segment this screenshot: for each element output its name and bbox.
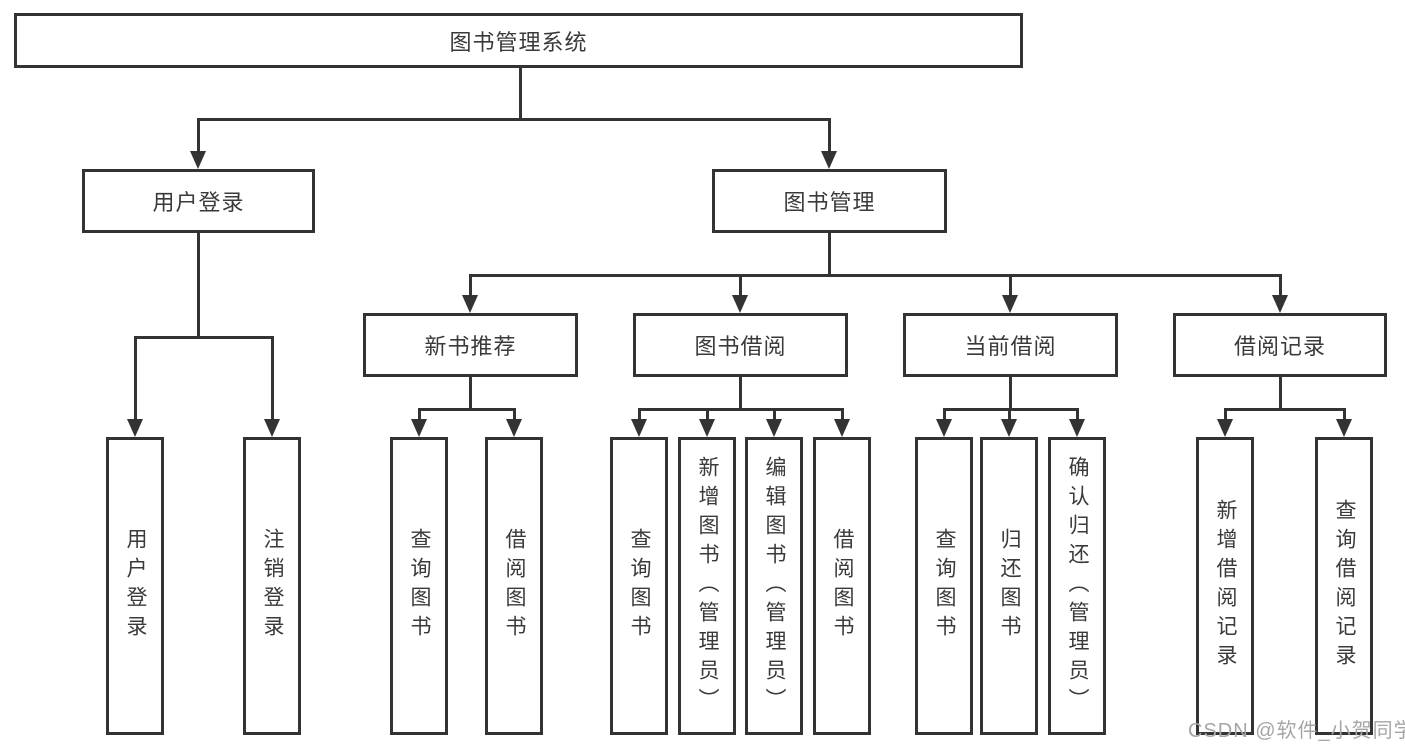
connector-to-current-borrow-stem [1009,274,1012,301]
connector-leaf-stem [1343,408,1346,425]
leaf-bb-add-book-label: 新增图书（管理员） [696,455,719,717]
connector-leaf-stem [418,408,421,425]
leaf-cb-confirm-return: 确认归还（管理员） [1048,437,1106,735]
node-current-borrow: 当前借阅 [903,313,1118,377]
leaf-rec-query-book-label: 查询图书 [408,528,431,644]
node-book-mgmt-label: 图书管理 [783,190,876,215]
leaf-br-add-record: 新增借阅记录 [1196,437,1254,735]
connector-current-borrow-stub [1009,377,1012,408]
leaf-br-query-record-label: 查询借阅记录 [1333,499,1356,673]
connector-leaf-stem [706,408,709,425]
leaf-bb-edit-book-label: 编辑图书（管理员） [763,455,786,717]
leaf-bb-query-book: 查询图书 [610,437,668,735]
leaf-bb-borrow-book-label: 借阅图书 [831,528,854,644]
leaf-br-query-record: 查询借阅记录 [1315,437,1373,735]
connector-to-borrow-records-stem [1279,274,1282,301]
connector-to-new-book-rec-stem [469,274,472,301]
connector-to-leaf-user-login-stem [134,336,137,425]
arrowhead-down-icon [127,419,143,437]
leaf-logout: 注销登录 [243,437,301,735]
connector-new-book-rec-stub [469,377,472,408]
leaf-cb-query-book-label: 查询图书 [933,528,956,644]
arrowhead-down-icon [411,419,427,437]
arrowhead-down-icon [821,151,837,169]
connector-leaf-stem [1224,408,1227,425]
leaf-user-login: 用户登录 [106,437,164,735]
connector-leaf-stem [1076,408,1079,425]
arrowhead-down-icon [1272,295,1288,313]
watermark: CSDN @软件_小贺同学 [1188,720,1405,742]
node-book-borrow-label: 图书借阅 [694,334,787,359]
arrowhead-down-icon [834,419,850,437]
connector-new-book-rec-horizontal [418,408,516,411]
connector-book-mgmt-horizontal [469,274,1282,277]
connector-to-user-login-stem [197,118,200,157]
connector-book-borrow-stub [739,377,742,408]
arrowhead-down-icon [766,419,782,437]
connector-level1-horizontal [197,118,831,121]
leaf-logout-label: 注销登录 [261,528,284,644]
leaf-cb-confirm-return-label: 确认归还（管理员） [1066,455,1089,717]
connector-root-stub [519,68,522,118]
arrowhead-down-icon [462,295,478,313]
arrowhead-down-icon [1336,419,1352,437]
arrowhead-down-icon [264,419,280,437]
leaf-bb-add-book: 新增图书（管理员） [678,437,736,735]
connector-book-mgmt-stub [828,233,831,274]
node-borrow-records: 借阅记录 [1173,313,1387,377]
connector-borrow-records-horizontal [1224,408,1346,411]
node-new-book-rec-label: 新书推荐 [424,334,517,359]
connector-to-book-borrow-stem [739,274,742,301]
leaf-rec-query-book: 查询图书 [390,437,448,735]
connector-user-login-stub [197,233,200,336]
leaf-rec-borrow-book: 借阅图书 [485,437,543,735]
leaf-cb-return-book-label: 归还图书 [998,528,1021,644]
leaf-bb-edit-book: 编辑图书（管理员） [745,437,803,735]
leaf-rec-borrow-book-label: 借阅图书 [503,528,526,644]
node-root-label: 图书管理系统 [449,29,588,55]
arrowhead-down-icon [506,419,522,437]
leaf-bb-query-book-label: 查询图书 [628,528,651,644]
connector-leaf-stem [513,408,516,425]
connector-leaf-stem [841,408,844,425]
arrowhead-down-icon [732,295,748,313]
connector-leaf-stem [638,408,641,425]
leaf-br-add-record-label: 新增借阅记录 [1214,499,1237,673]
node-book-mgmt: 图书管理 [712,169,947,233]
node-book-borrow: 图书借阅 [633,313,848,377]
connector-leaf-stem [773,408,776,425]
connector-to-book-mgmt-stem [828,118,831,157]
connector-user-login-horizontal [134,336,274,339]
node-borrow-records-label: 借阅记录 [1233,334,1326,359]
node-root: 图书管理系统 [14,13,1023,68]
node-user-login: 用户登录 [82,169,315,233]
connector-borrow-records-stub [1279,377,1282,408]
leaf-cb-return-book: 归还图书 [980,437,1038,735]
arrowhead-down-icon [1001,419,1017,437]
connector-current-borrow-horizontal [943,408,1079,411]
arrowhead-down-icon [190,151,206,169]
leaf-cb-query-book: 查询图书 [915,437,973,735]
arrowhead-down-icon [936,419,952,437]
connector-book-borrow-horizontal [638,408,844,411]
connector-to-leaf-logout-stem [271,336,274,425]
arrowhead-down-icon [1069,419,1085,437]
connector-leaf-stem [1008,408,1011,425]
connector-leaf-stem [943,408,946,425]
node-current-borrow-label: 当前借阅 [964,334,1057,359]
arrowhead-down-icon [1217,419,1233,437]
node-new-book-rec: 新书推荐 [363,313,578,377]
arrowhead-down-icon [631,419,647,437]
arrowhead-down-icon [1002,295,1018,313]
node-user-login-label: 用户登录 [152,190,245,215]
arrowhead-down-icon [699,419,715,437]
leaf-user-login-label: 用户登录 [124,528,147,644]
leaf-bb-borrow-book: 借阅图书 [813,437,871,735]
